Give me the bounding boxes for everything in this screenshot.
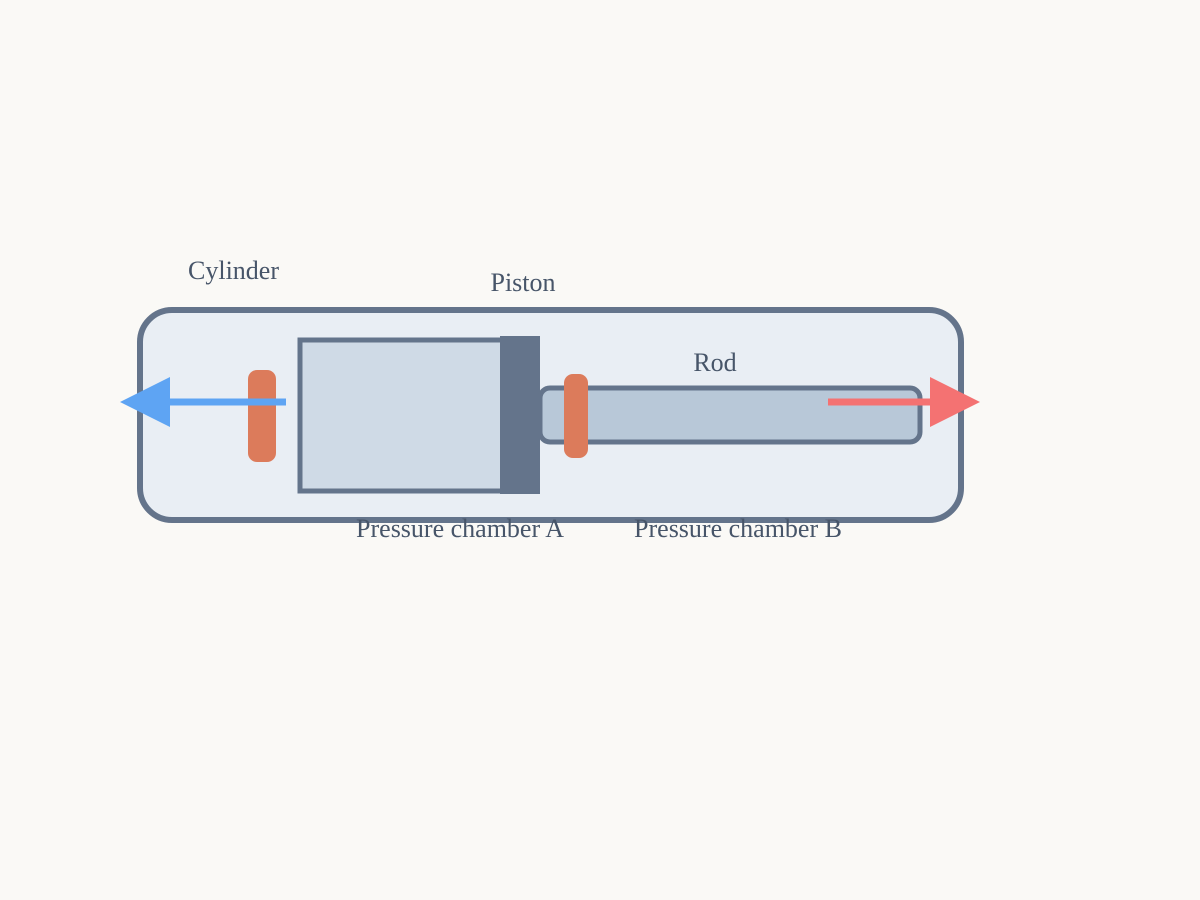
arrow-right [828, 377, 980, 427]
label-chamber-a: Pressure chamber A [356, 514, 564, 543]
label-piston: Piston [490, 268, 555, 297]
piston-head [297, 337, 508, 494]
label-cylinder: Cylinder [188, 256, 279, 285]
label-rod: Rod [693, 348, 736, 377]
piston-rod [537, 385, 923, 445]
arrow-left [120, 377, 286, 427]
seal-left [248, 370, 276, 462]
piston-plate [500, 336, 540, 494]
label-chamber-b: Pressure chamber B [634, 514, 842, 543]
seal-rod [564, 374, 588, 458]
